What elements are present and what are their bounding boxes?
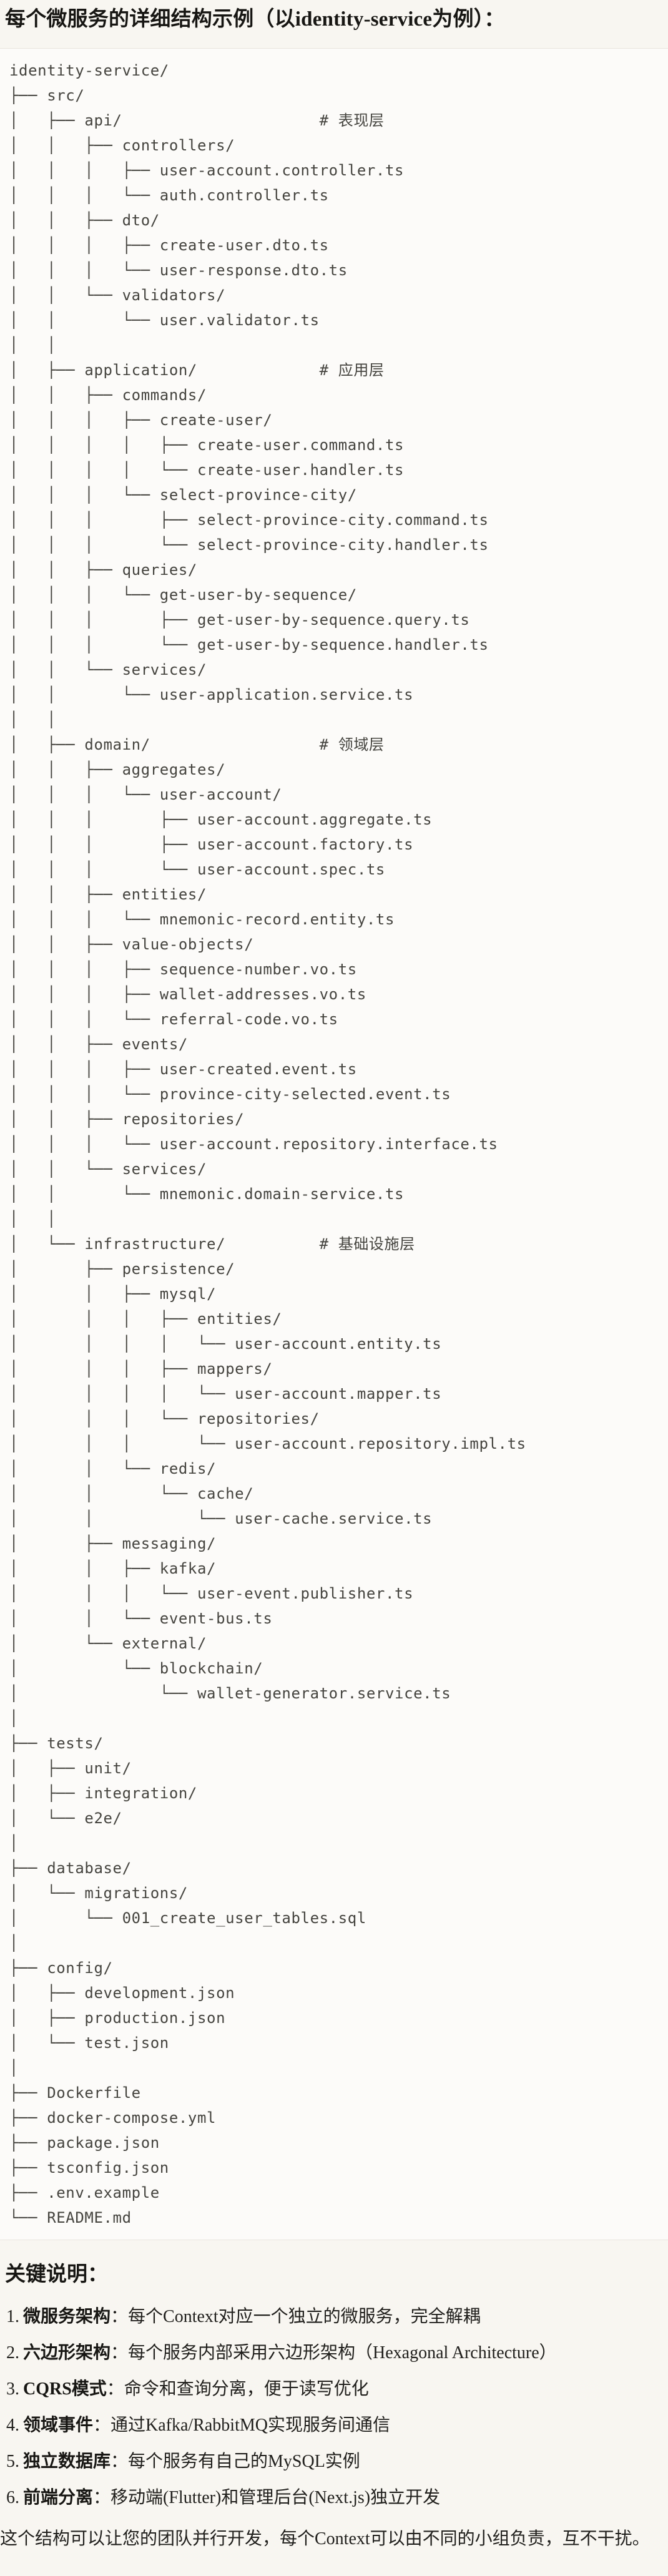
item-text: ：每个服务内部采用六边形架构（Hexagonal Architecture） (111, 2343, 557, 2363)
item-number: 1. (6, 2306, 19, 2326)
item-label: 微服务架构 (23, 2306, 111, 2326)
item-text: ：通过Kafka/RabbitMQ实现服务间通信 (93, 2415, 390, 2435)
file-tree: identity-service/ ├── src/ │ ├── api/ # … (9, 61, 526, 2226)
item-text: ：每个Context对应一个独立的微服务，完全解耦 (111, 2306, 481, 2326)
item-number: 3. (6, 2379, 19, 2399)
list-item: 4.领域事件：通过Kafka/RabbitMQ实现服务间通信 (6, 2413, 668, 2438)
item-text: ：移动端(Flutter)和管理后台(Next.js)独立开发 (93, 2487, 441, 2507)
list-item: 2.六边形架构：每个服务内部采用六边形架构（Hexagonal Architec… (6, 2341, 668, 2366)
list-item: 6.前端分离：移动端(Flutter)和管理后台(Next.js)独立开发 (6, 2485, 668, 2510)
list-item: 5.独立数据库：每个服务有自己的MySQL实例 (6, 2449, 668, 2474)
page-title: 每个微服务的详细结构示例（以identity-service为例）： (5, 8, 505, 31)
item-number: 2. (6, 2343, 19, 2363)
item-text: ：每个服务有自己的MySQL实例 (111, 2451, 360, 2471)
item-number: 4. (6, 2415, 19, 2435)
item-label: CQRS模式 (23, 2379, 107, 2399)
item-label: 独立数据库 (23, 2451, 111, 2471)
notes-list: 1.微服务架构：每个Context对应一个独立的微服务，完全解耦 2.六边形架构… (6, 2304, 668, 2510)
code-block: identity-service/ ├── src/ │ ├── api/ # … (0, 47, 668, 2240)
list-item: 1.微服务架构：每个Context对应一个独立的微服务，完全解耦 (6, 2304, 668, 2329)
item-number: 5. (6, 2451, 19, 2471)
item-number: 6. (6, 2487, 19, 2507)
item-label: 领域事件 (23, 2415, 94, 2435)
notes-heading: 关键说明： (5, 2263, 108, 2286)
closing-paragraph: 这个结构可以让您的团队并行开发，每个Context可以由不同的小组负责，互不干扰… (0, 2529, 650, 2549)
list-item: 3.CQRS模式：命令和查询分离，便于读写优化 (6, 2377, 668, 2402)
item-label: 前端分离 (23, 2487, 94, 2507)
item-label: 六边形架构 (23, 2343, 111, 2363)
item-text: ：命令和查询分离，便于读写优化 (106, 2379, 369, 2399)
